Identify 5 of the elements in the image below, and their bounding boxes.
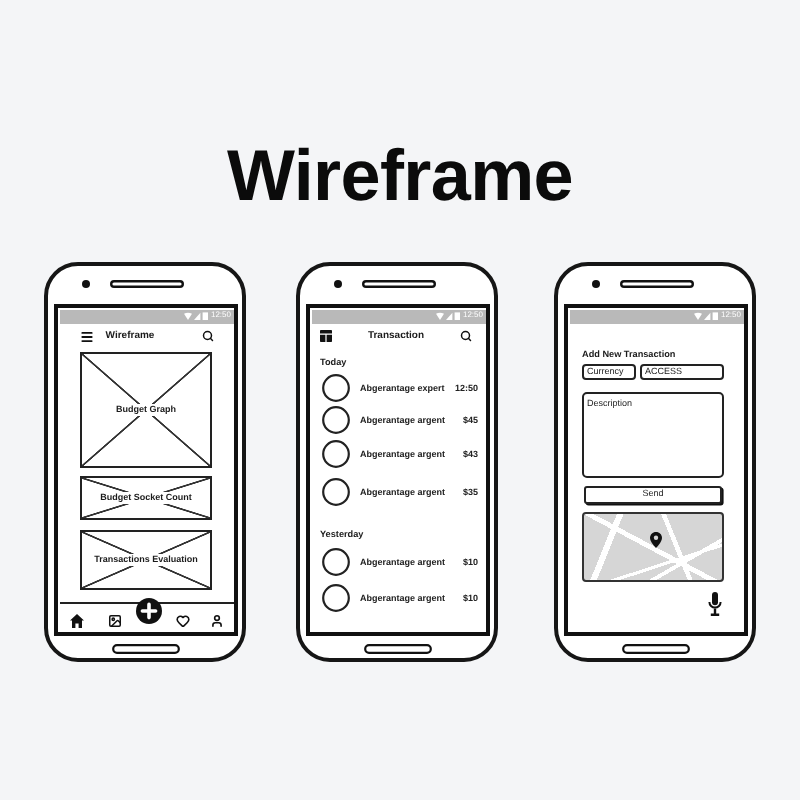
map-picture (582, 512, 724, 582)
phone-frame (554, 262, 756, 662)
phone-frame (296, 262, 498, 662)
phone-frame (44, 262, 246, 662)
page-title: Wireframe (226, 134, 574, 218)
